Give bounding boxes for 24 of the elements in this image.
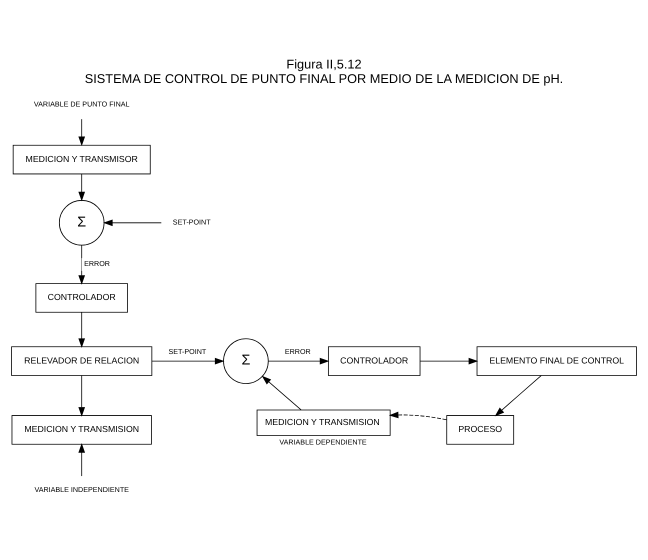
arrow [388, 412, 447, 420]
node-box: RELEVADOR DE RELACION [11, 346, 152, 376]
node-box: CONTROLADOR [328, 346, 420, 376]
arrow [152, 358, 224, 364]
node-box: ELEMENTO FINAL DE CONTROL [476, 346, 637, 376]
node-circle: Σ [58, 200, 104, 246]
arrow [494, 375, 542, 416]
arrow [78, 174, 86, 202]
node-box: MEDICION Y TRANSMISOR [12, 144, 151, 174]
node-box: CONTROLADOR [35, 283, 128, 313]
arrow [268, 358, 330, 364]
arrow [420, 358, 478, 364]
arrow [78, 118, 86, 146]
arrow [78, 443, 86, 476]
node-box: MEDICION Y TRANSMISION [256, 410, 391, 436]
node-box: MEDICION Y TRANSMISION [12, 415, 152, 445]
node-box: PROCESO [446, 415, 514, 445]
arrow [103, 219, 162, 226]
arrow [78, 375, 86, 417]
diagram-title: Figura II,5.12 [286, 56, 362, 72]
arrow [78, 312, 86, 348]
node-circle: Σ [223, 338, 269, 384]
arrow [262, 376, 302, 410]
caption: SISTEMA DE CONTROL DE PUNTO FINAL POR MEDIO DE LA MEDICION DE pH. [84, 70, 564, 86]
